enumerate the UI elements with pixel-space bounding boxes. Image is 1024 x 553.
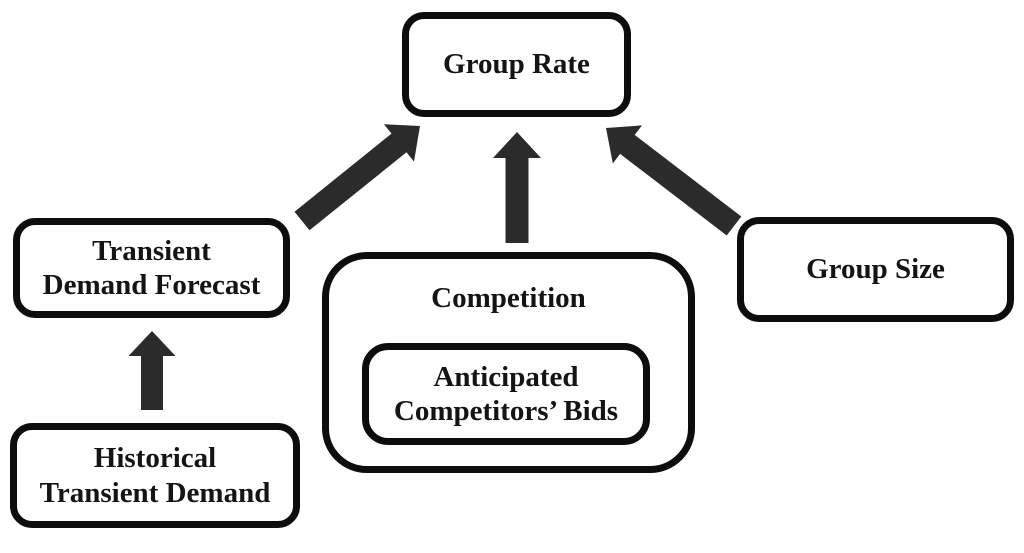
competition-label: Competition [431, 282, 586, 314]
arrow-group-size-to-group-rate-icon [606, 125, 742, 236]
historical-transient-demand-label: Historical Transient Demand [39, 442, 271, 509]
node-anticipated-competitors-bids: Anticipated Competitors’ Bids [362, 343, 650, 445]
arrow-competition-to-group-rate-icon [493, 132, 541, 243]
node-group-size: Group Size [737, 217, 1014, 322]
node-group-rate: Group Rate [402, 12, 631, 117]
arrow-forecast-to-group-rate-icon [294, 124, 420, 231]
arrow-historical-to-forecast-icon [128, 331, 176, 410]
anticipated-competitors-bids-label: Anticipated Competitors’ Bids [393, 360, 619, 427]
node-transient-demand-forecast: Transient Demand Forecast [13, 218, 290, 318]
node-competition: Competition Anticipated Competitors’ Bid… [322, 252, 695, 473]
transient-demand-forecast-label: Transient Demand Forecast [42, 234, 261, 301]
node-historical-transient-demand: Historical Transient Demand [10, 423, 300, 528]
group-rate-label: Group Rate [443, 48, 590, 81]
group-size-label: Group Size [806, 253, 945, 286]
